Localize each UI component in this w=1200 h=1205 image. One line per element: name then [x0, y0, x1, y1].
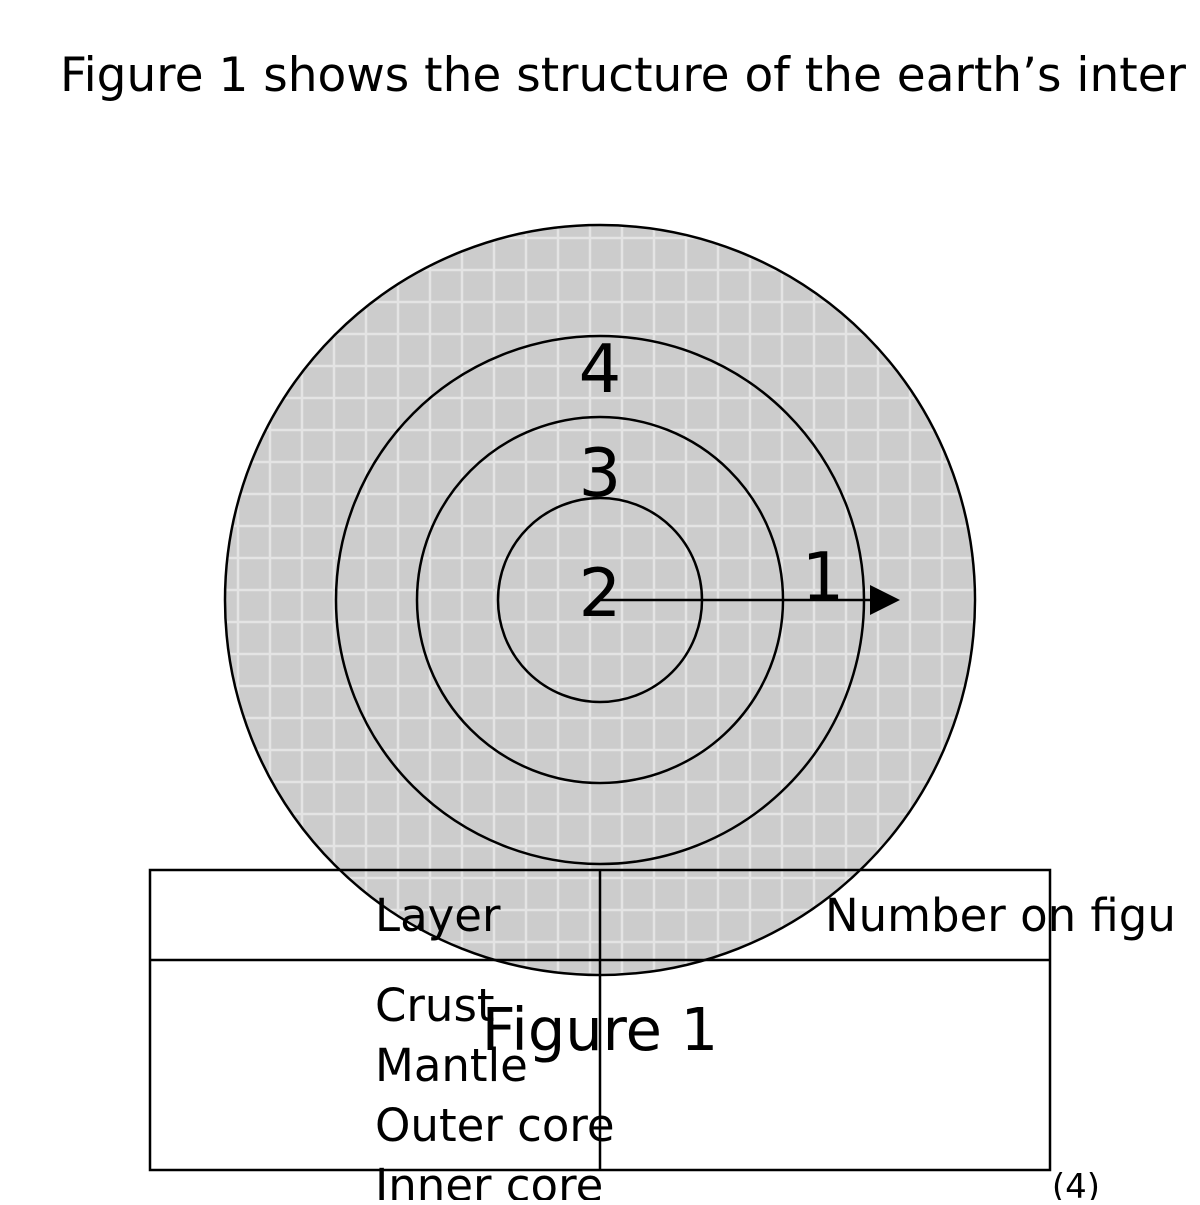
- layer-number-1: 1: [802, 538, 845, 616]
- marks-label: (4): [1052, 1167, 1100, 1200]
- arrow-head-icon: [870, 585, 900, 615]
- table-header-number: Number on figu: [825, 889, 1176, 942]
- earth-structure-diagram: 4 3 2 1: [223, 223, 977, 977]
- table-row-mantle: Mantle: [375, 1039, 528, 1092]
- layer-number-2: 2: [579, 554, 622, 632]
- question-intro-text: Figure 1 shows the structure of the eart…: [60, 48, 1187, 103]
- answer-table: Layer Number on figu Crust Mantle Outer …: [148, 868, 1176, 1205]
- figure-caption: Figure 1: [482, 995, 718, 1064]
- table-row-inner-core: Inner core: [375, 1159, 603, 1200]
- table-header-layer: Layer: [375, 889, 501, 942]
- layer-number-4: 4: [579, 330, 622, 408]
- layer-number-3: 3: [579, 434, 622, 512]
- table-row-crust: Crust: [375, 979, 495, 1032]
- table-row-outer-core: Outer core: [375, 1099, 615, 1152]
